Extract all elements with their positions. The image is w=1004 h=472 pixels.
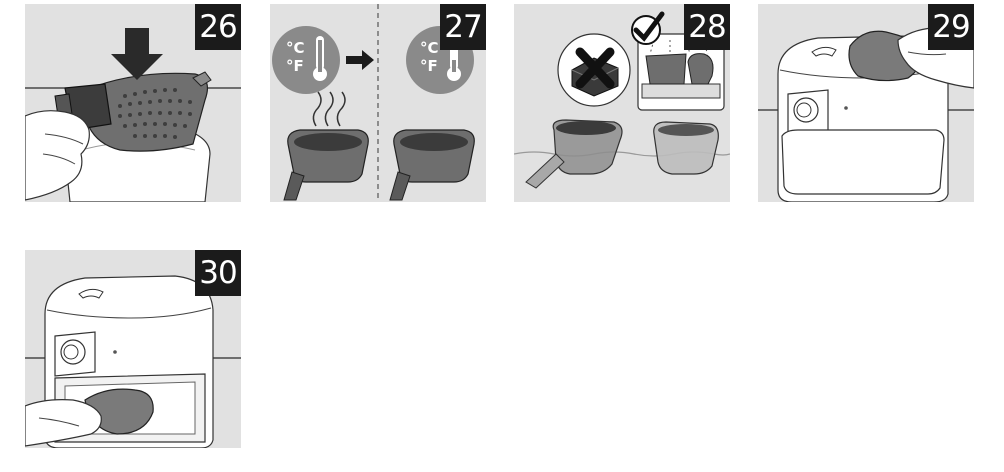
step-30-panel: 30 bbox=[25, 250, 241, 448]
step-number-badge: 26 bbox=[195, 4, 241, 50]
step-number-badge: 28 bbox=[684, 4, 730, 50]
step-26-panel: 26 bbox=[25, 4, 241, 202]
step-28-panel: 28 bbox=[514, 4, 730, 202]
step-number-badge: 29 bbox=[928, 4, 974, 50]
step-27-panel: °C °F °C °F 27 bbox=[270, 4, 486, 202]
arrow-right-icon bbox=[346, 50, 374, 70]
hot-thermometer-icon bbox=[272, 26, 340, 94]
step-number-badge: 30 bbox=[195, 250, 241, 296]
fahrenheit-label: °F bbox=[420, 58, 438, 74]
step-29-panel: 29 bbox=[758, 4, 974, 202]
celsius-label: °C bbox=[286, 40, 305, 56]
step-number-badge: 27 bbox=[440, 4, 486, 50]
celsius-label: °C bbox=[420, 40, 439, 56]
fahrenheit-label: °F bbox=[286, 58, 304, 74]
